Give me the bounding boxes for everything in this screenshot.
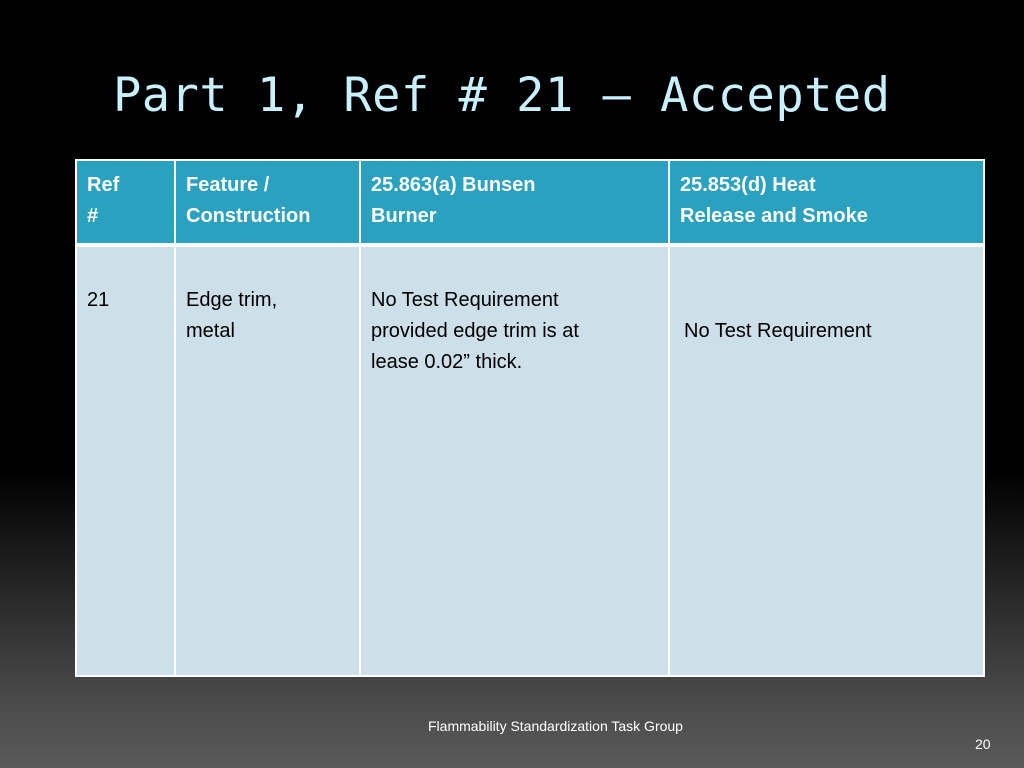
header-ref-label: Ref # [87, 174, 120, 227]
cell-ref: 21 [75, 244, 176, 677]
footer-text: Flammability Standardization Task Group [428, 718, 683, 734]
table-header-row: Ref # Feature / Construction 25.863(a) B… [75, 159, 985, 247]
header-bunsen-label: Bunsen Burner [371, 174, 536, 227]
cell-feature: Edge trim, metal [174, 244, 361, 677]
page-number: 20 [975, 736, 991, 752]
header-bunsen-code: 25.863(a) [371, 174, 457, 196]
cell-bunsen: No Test Requirement provided edge trim i… [359, 244, 670, 677]
header-feature-label: Feature / Construction [186, 174, 311, 227]
header-heat-release: 25.853(d) Heat Release and Smoke [668, 159, 985, 247]
header-heat-code: 25.853(d) [680, 174, 767, 196]
table-row: 21 Edge trim, metal No Test Requirement … [75, 244, 985, 677]
cell-heat: No Test Requirement [668, 244, 985, 677]
slide-title: Part 1, Ref # 21 – Accepted [113, 68, 891, 123]
header-feature: Feature / Construction [174, 159, 361, 247]
header-heat-label: Heat Release and Smoke [680, 174, 868, 227]
reference-table: Ref # Feature / Construction 25.863(a) B… [75, 159, 985, 677]
header-ref: Ref # [75, 159, 176, 247]
header-bunsen-burner: 25.863(a) Bunsen Burner [359, 159, 670, 247]
